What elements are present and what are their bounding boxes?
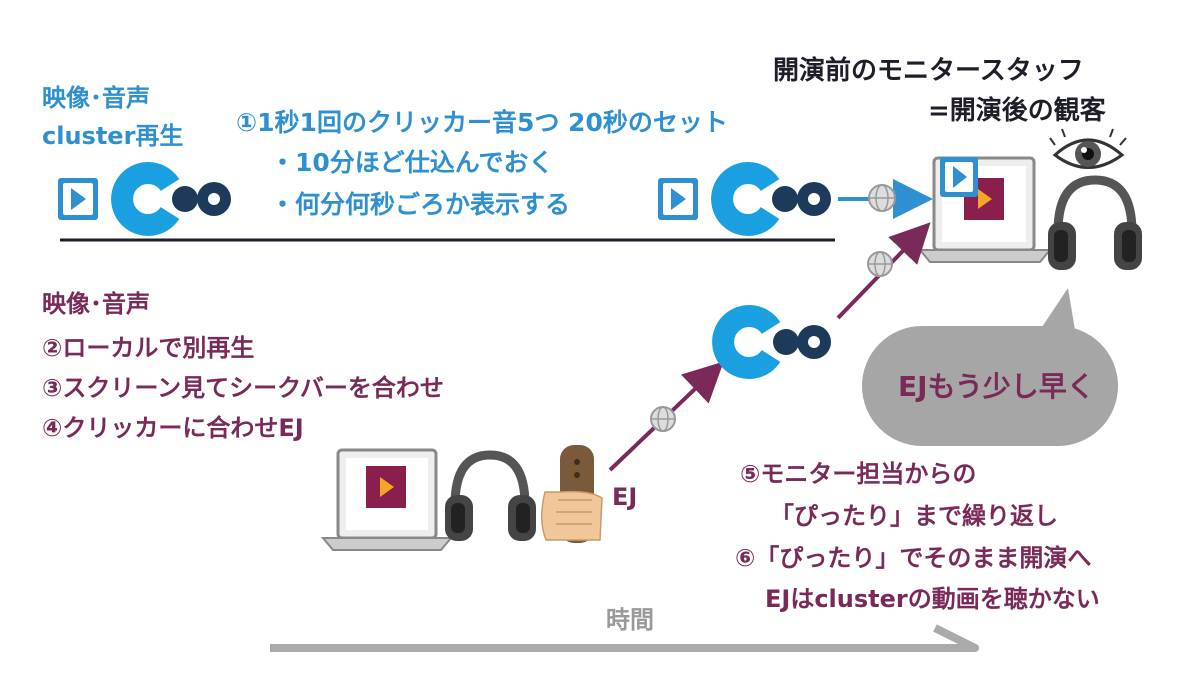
step1-note1: ・10分ほど仕込んでおく — [270, 148, 554, 177]
step4-text: ④クリッカーに合わせEJ — [42, 414, 304, 442]
laptop-icon — [917, 156, 1053, 263]
cluster-logo-icon — [111, 162, 231, 236]
top-media-label: 映像･音声 — [42, 84, 150, 112]
top-cluster-playback-label: cluster再生 — [42, 122, 184, 150]
play-icon — [58, 178, 98, 220]
step6-line2: EJはclusterの動画を聴かない — [765, 585, 1100, 613]
staff-subtitle: =開演後の観客 — [928, 96, 1106, 126]
hand-microphone-icon — [541, 445, 603, 543]
step1-title: ①1秒1回のクリッカー音5つ 20秒のセット — [236, 108, 728, 137]
cluster-logo-icon — [711, 162, 831, 236]
step1-note2: ・何分何秒ごろか表示する — [270, 190, 571, 219]
ej-label: EJ — [612, 483, 638, 511]
step5-line1: ⑤モニター担当からの — [740, 460, 977, 488]
headphones-icon — [1048, 175, 1142, 270]
play-icon — [940, 157, 978, 197]
laptop-icon — [320, 448, 454, 551]
bottom-media-label: 映像･音声 — [42, 290, 150, 318]
headphones-icon — [445, 450, 536, 541]
step6-line1: ⑥「ぴったり」でそのまま開演へ — [735, 544, 1092, 572]
globe-icon — [867, 251, 893, 277]
globe-icon — [868, 184, 896, 212]
cluster-logo-icon — [712, 305, 831, 379]
step5-line2: 「ぴったり」まで繰り返し — [770, 502, 1058, 530]
timeline-arrow — [270, 624, 979, 652]
step2-text: ②ローカルで別再生 — [42, 334, 255, 362]
globe-icon — [650, 406, 676, 432]
timeline-label: 時間 — [606, 606, 654, 634]
speech-bubble — [862, 288, 1118, 446]
speech-bubble-text: EJもう少し早く — [898, 370, 1095, 403]
staff-title: 開演前のモニタースタッフ — [773, 56, 1084, 86]
step3-text: ③スクリーン見てシークバーを合わせ — [42, 374, 444, 402]
eye-icon — [1049, 128, 1127, 169]
play-icon — [658, 178, 698, 220]
